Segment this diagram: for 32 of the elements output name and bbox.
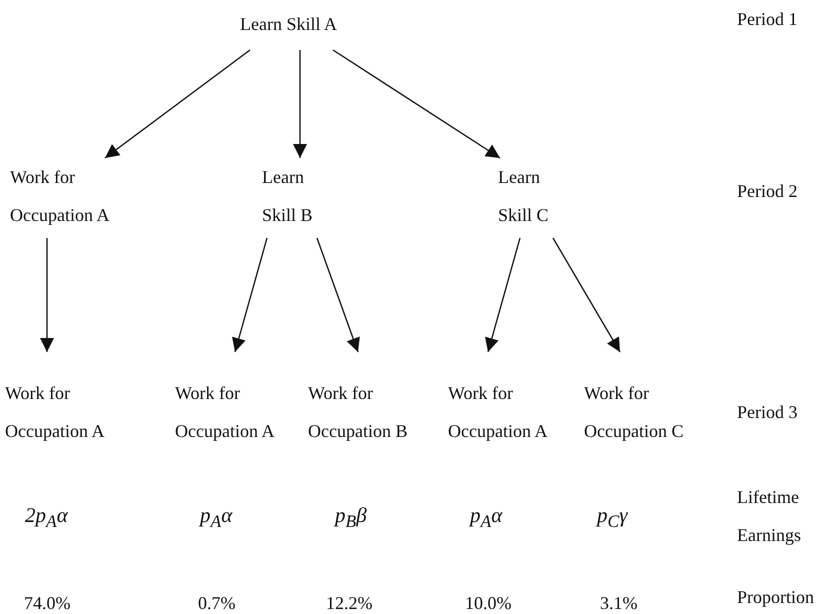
earnings-formula: p$_{B}$β — [335, 502, 367, 534]
node-text: Learn Skill B — [262, 166, 314, 227]
node-text: Work for Occupation A — [10, 166, 110, 227]
node-text: Learn Skill C — [498, 166, 550, 227]
period-label: Period 2 — [737, 180, 798, 203]
row-label: Proportion — [737, 586, 814, 609]
row-label: Lifetime Earnings — [737, 486, 802, 547]
proportion-value: 12.2% — [326, 592, 372, 614]
arrow — [40, 238, 54, 352]
earnings-formula: p$_{A}$α — [470, 502, 502, 534]
node-text: Work for Occupation B — [308, 382, 408, 443]
period-label: Period 1 — [737, 8, 798, 31]
arrow — [232, 238, 268, 352]
arrow — [485, 238, 521, 352]
node-text: Work for Occupation A — [175, 382, 276, 443]
proportion-value: 3.1% — [600, 592, 638, 614]
proportion-value: 0.7% — [198, 592, 236, 614]
node-text: Work for Occupation A — [448, 382, 548, 443]
node-text: Learn Skill A — [240, 13, 338, 36]
earnings-formula: p$_{A}$α — [200, 502, 232, 534]
proportion-value: 10.0% — [465, 592, 512, 614]
earnings-formula: p$_{C}$γ — [597, 502, 628, 534]
arrow — [316, 238, 360, 352]
period-label: Period 3 — [737, 401, 798, 424]
arrow — [552, 238, 621, 352]
arrow — [104, 49, 250, 159]
node-text: Work for Occupation A — [5, 382, 106, 443]
earnings-formula: 2p$_{A}$α — [25, 502, 68, 534]
arrow — [332, 49, 500, 159]
arrow — [293, 50, 307, 158]
proportion-value: 74.0% — [24, 592, 70, 614]
node-text: Work for Occupation C — [584, 382, 684, 443]
